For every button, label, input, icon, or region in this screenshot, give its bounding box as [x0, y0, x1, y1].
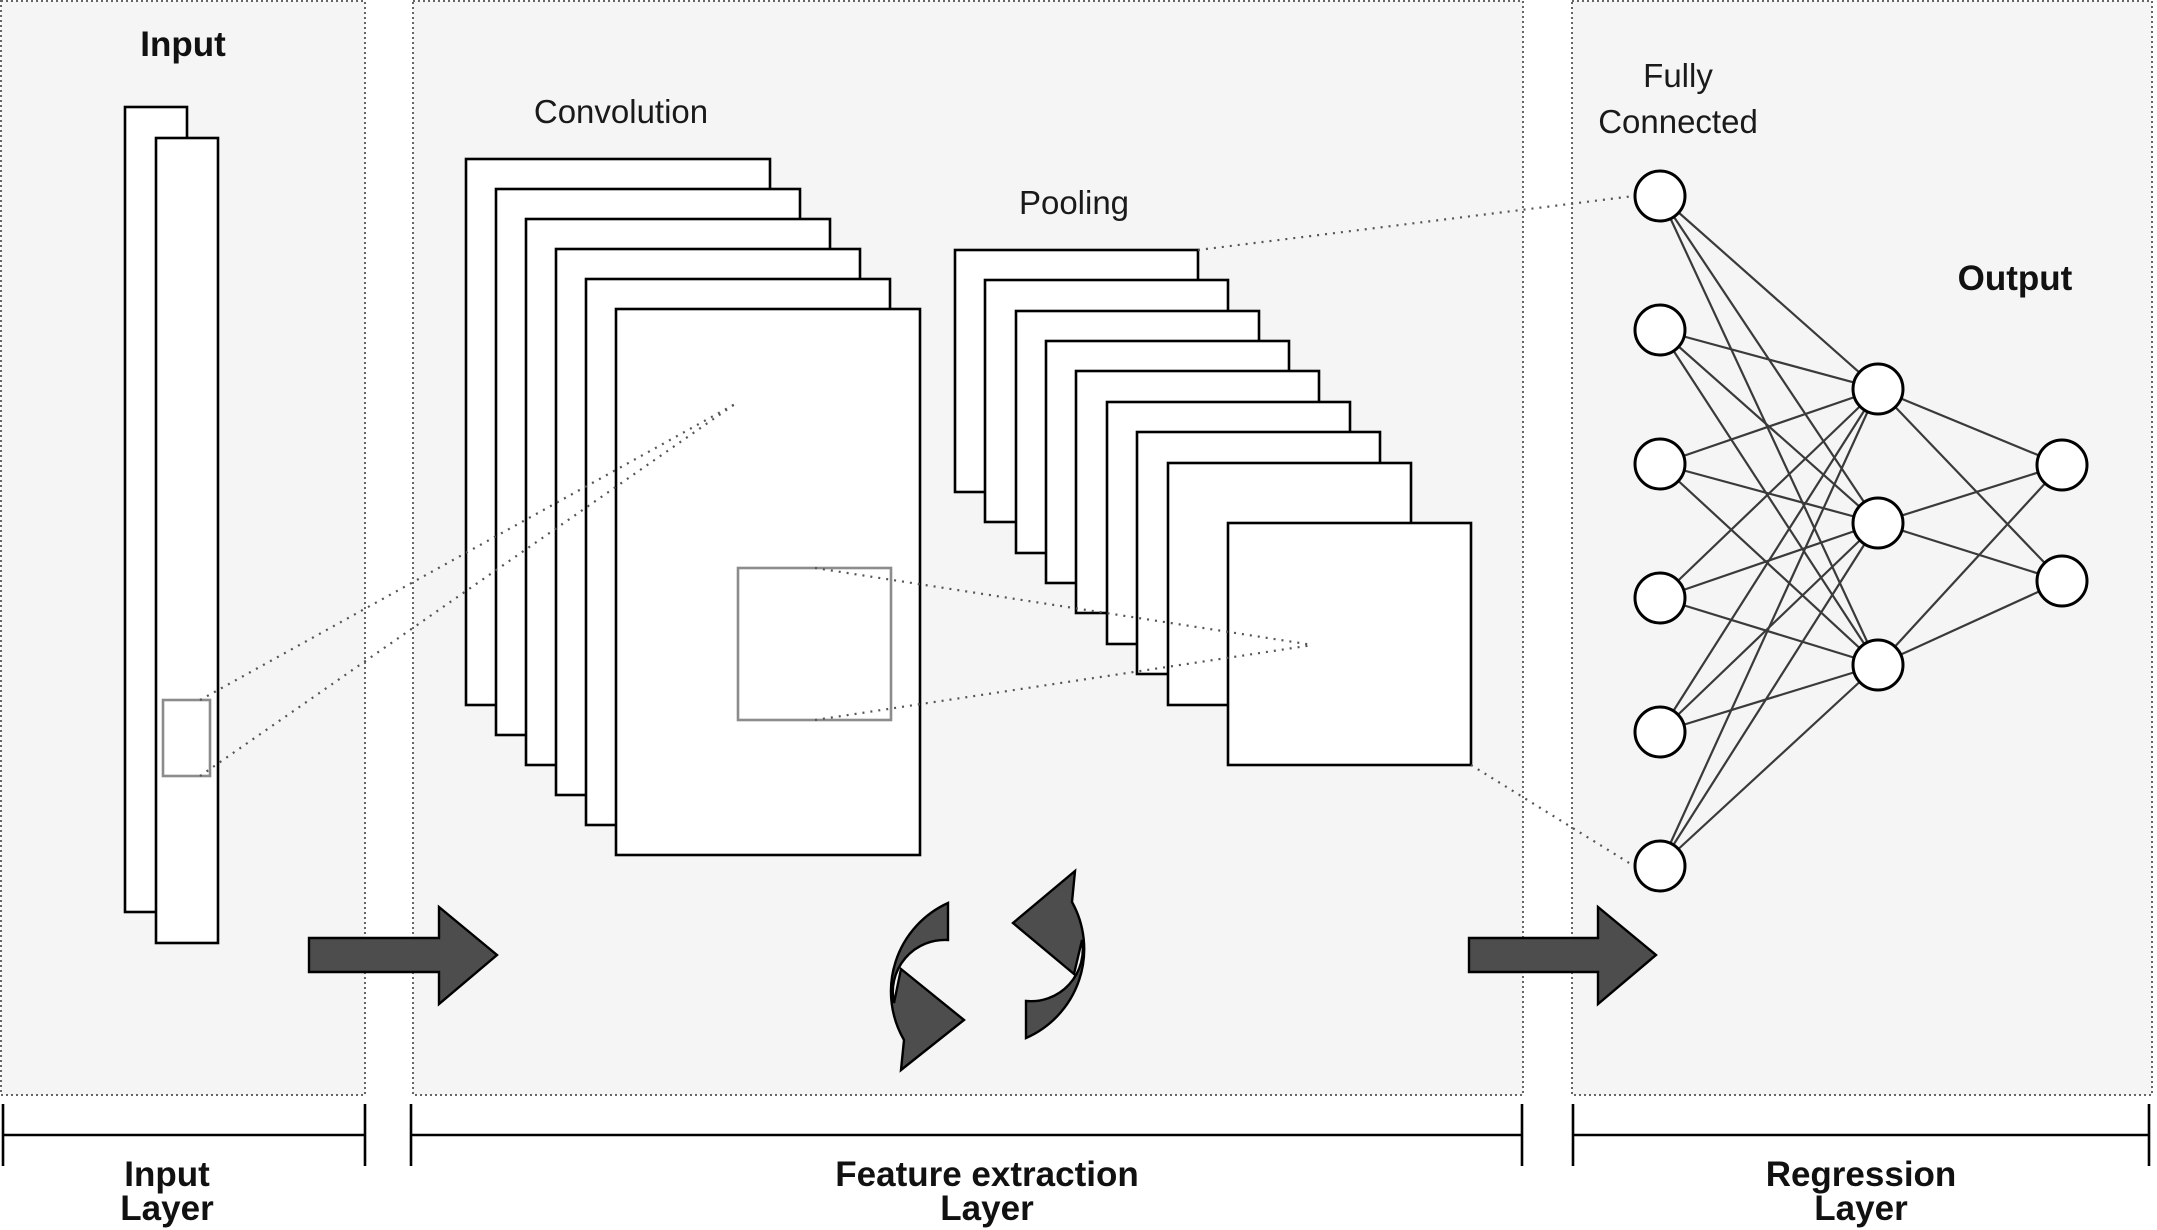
feature-extraction-bracket — [409, 1104, 1524, 1166]
conv-map-front — [614, 307, 922, 857]
fully-connected-nodes — [1633, 169, 1687, 893]
network-edge — [1659, 195, 1879, 666]
input-receptive-patch — [161, 698, 212, 778]
right-arrow-icon — [1467, 904, 1658, 1007]
pooling-feature-maps — [953, 248, 1473, 767]
network-edge — [1877, 463, 2063, 525]
hidden-node — [1851, 362, 1905, 416]
input-data-strips — [123, 105, 220, 945]
network-edge — [1659, 387, 1879, 466]
hidden-node — [1851, 638, 1905, 692]
section-brackets — [1, 1104, 2151, 1166]
projection-line — [199, 403, 736, 701]
network-edge — [1659, 663, 1879, 734]
network-edge — [1659, 329, 1879, 666]
network-edge — [1659, 388, 1879, 599]
fully-connected-label-line2: Connected — [1598, 103, 1758, 140]
projection-line — [1197, 194, 1635, 252]
convolution-feature-maps — [464, 157, 922, 857]
output-node — [2035, 554, 2089, 608]
input-strip-front — [154, 136, 220, 945]
output-nodes — [2035, 438, 2089, 608]
network-edge — [1659, 596, 1879, 667]
network-edge — [1659, 463, 1879, 666]
projection-lines — [199, 194, 1635, 867]
network-edge — [1877, 521, 2063, 583]
feature-extraction-section-label-line1: Feature extraction — [835, 1155, 1138, 1194]
regression-layer-bracket — [1571, 1104, 2151, 1166]
regression-section-label-line1: Regression — [1766, 1155, 1957, 1194]
pool-map-front — [1226, 521, 1473, 767]
pooling-label: Pooling — [1019, 184, 1129, 221]
output-node — [2035, 438, 2089, 492]
conv-pooling-window — [736, 566, 893, 722]
input-layer-bracket — [1, 1104, 367, 1166]
network-connections — [1658, 195, 2063, 867]
fc-node — [1633, 705, 1687, 759]
regression-section-label-line2: Layer — [1814, 1189, 1908, 1228]
network-edge — [1877, 464, 2063, 666]
fc-node — [1633, 571, 1687, 625]
input-layer-section-label-line1: Input — [124, 1155, 210, 1194]
network-edge — [1658, 388, 1880, 867]
feature-extraction-section-label-line2: Layer — [940, 1189, 1034, 1228]
right-arrow-icon — [307, 904, 499, 1007]
network-edge — [1877, 387, 2063, 467]
input-title: Input — [140, 25, 226, 64]
hidden-nodes — [1851, 362, 1905, 692]
recurrence-arrow-icon — [1011, 868, 1086, 1040]
network-edge — [1659, 664, 1879, 867]
network-edge — [1877, 579, 2063, 667]
network-edge — [1659, 522, 1879, 867]
recurrence-arrow-icon — [889, 901, 966, 1073]
network-edge — [1659, 328, 1879, 391]
fc-node — [1633, 169, 1687, 223]
fully-connected-label-line1: Fully — [1643, 57, 1713, 94]
hidden-node — [1851, 496, 1905, 550]
output-label: Output — [1958, 259, 2073, 298]
fc-node — [1633, 303, 1687, 357]
network-edge — [1877, 388, 2063, 582]
input-layer-section-label-line2: Layer — [120, 1189, 214, 1228]
network-edge — [1659, 195, 1879, 390]
convolution-label: Convolution — [534, 93, 708, 130]
network-edge — [1659, 388, 1879, 733]
fc-node — [1633, 839, 1687, 893]
fc-node — [1633, 437, 1687, 491]
